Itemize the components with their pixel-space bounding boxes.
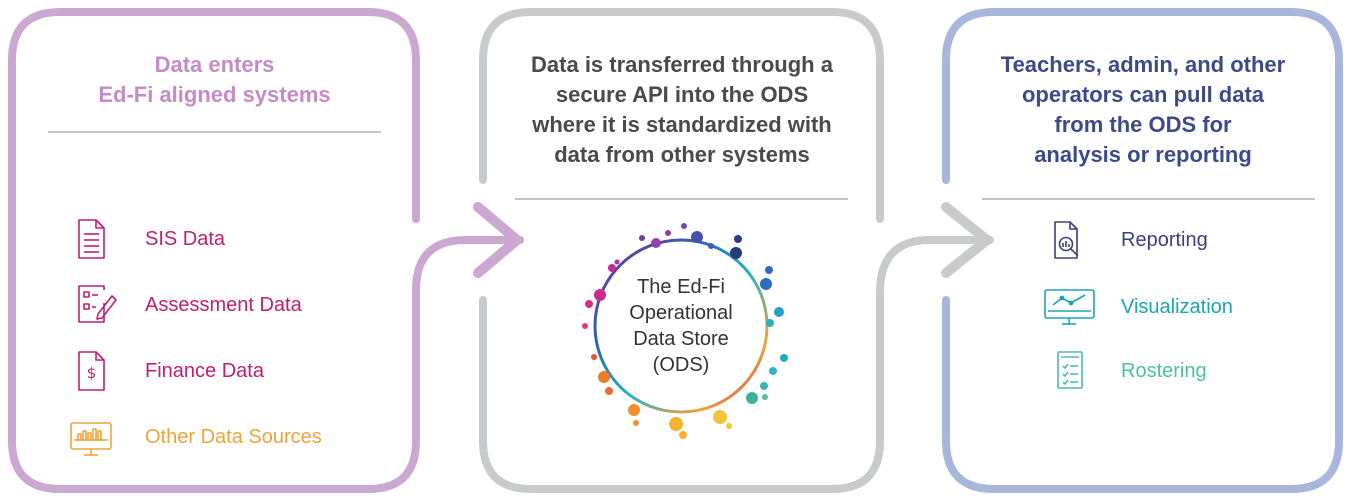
right-heading-line-4: analysis or reporting [1034, 142, 1252, 167]
center-panel-heading: Data is transferred through a secure API… [500, 50, 864, 170]
list-item-visualization: Visualization [1121, 296, 1233, 318]
list-item-reporting: Reporting [1121, 229, 1208, 251]
ods-label-line-1: The Ed-Fi [637, 276, 725, 298]
ods-ring [593, 238, 769, 414]
right-heading-line-3: from the ODS for [1054, 112, 1232, 137]
monitor-bar-chart-icon [70, 422, 112, 456]
report-magnifier-icon [1054, 221, 1079, 259]
ods-label-line-4: (ODS) [652, 354, 710, 376]
list-item-assessment-data: Assessment Data [145, 294, 302, 316]
list-item-sis-data: SIS Data [145, 228, 226, 250]
arrow-right-icon [473, 202, 522, 278]
assessment-form-icon [78, 285, 117, 323]
finance-document-icon: $ [78, 351, 105, 391]
list-item-rostering: Rostering [1121, 360, 1207, 382]
svg-text:$: $ [87, 364, 97, 382]
center-heading-line-2: secure API into the ODS [555, 82, 809, 107]
center-heading-line-1: Data is transferred through a [531, 52, 833, 77]
right-heading-line-2: operators can pull data [1021, 82, 1265, 107]
list-item-other-data-sources: Other Data Sources [145, 426, 322, 448]
left-heading-line-1: Data enters [154, 52, 275, 77]
ods-label-line-2: Operational [629, 302, 733, 324]
checklist-icon [1057, 351, 1083, 389]
monitor-line-chart-icon [1044, 289, 1095, 325]
left-heading-line-2: Ed-Fi aligned systems [98, 82, 331, 107]
left-panel-heading: Data enters Ed-Fi aligned systems [48, 50, 381, 110]
left-panel-frame [8, 8, 524, 493]
ods-label-line-3: Data Store [633, 328, 729, 350]
center-heading-line-3: where it is standardized with [532, 112, 832, 137]
arrow-right-icon [941, 202, 992, 278]
ods-decorative-dots [582, 223, 788, 439]
right-panel-frame [942, 8, 1343, 493]
right-heading-line-1: Teachers, admin, and other [1000, 52, 1286, 77]
list-item-finance-data: Finance Data [145, 360, 264, 382]
ods-label: The Ed-Fi Operational Data Store (ODS) [601, 274, 761, 378]
document-icon [78, 219, 105, 259]
center-panel-frame [479, 8, 994, 493]
center-heading-line-4: data from other systems [554, 142, 810, 167]
right-panel-heading: Teachers, admin, and other operators can… [966, 50, 1320, 170]
